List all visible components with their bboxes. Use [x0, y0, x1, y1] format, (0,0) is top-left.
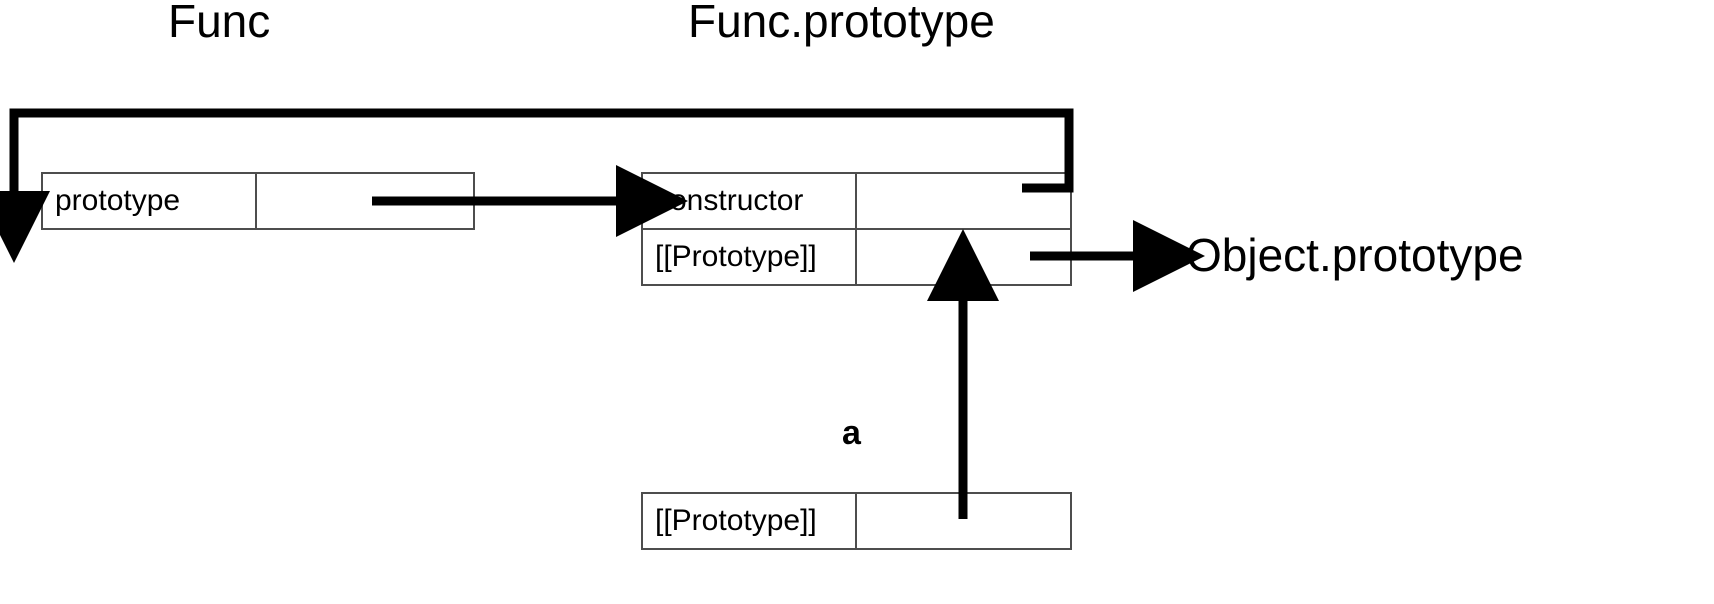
cell-key-instance-prototype-internal: [[Prototype]]: [643, 494, 857, 548]
cell-key-prototype-internal: [[Prototype]]: [643, 230, 857, 284]
label-object-prototype: Object.prototype: [1186, 229, 1524, 281]
label-instance-a: a: [842, 414, 861, 452]
cell-value-constructor: [857, 174, 1070, 228]
cell-key-constructor: constructor: [643, 174, 857, 228]
table-row: prototype: [43, 174, 473, 228]
instance-object-box: [[Prototype]]: [641, 492, 1072, 550]
cell-key-prototype: prototype: [43, 174, 257, 228]
func-object-box: prototype: [41, 172, 475, 230]
func-prototype-object-box: constructor [[Prototype]]: [641, 172, 1072, 286]
table-row: [[Prototype]]: [643, 228, 1070, 284]
table-row: constructor: [643, 174, 1070, 228]
cell-value-prototype: [257, 174, 473, 228]
cell-value-instance-prototype-internal: [857, 494, 1070, 548]
cell-value-prototype-internal: [857, 230, 1070, 284]
heading-func-prototype: Func.prototype: [688, 0, 995, 47]
heading-func: Func: [168, 0, 271, 47]
table-row: [[Prototype]]: [643, 494, 1070, 548]
